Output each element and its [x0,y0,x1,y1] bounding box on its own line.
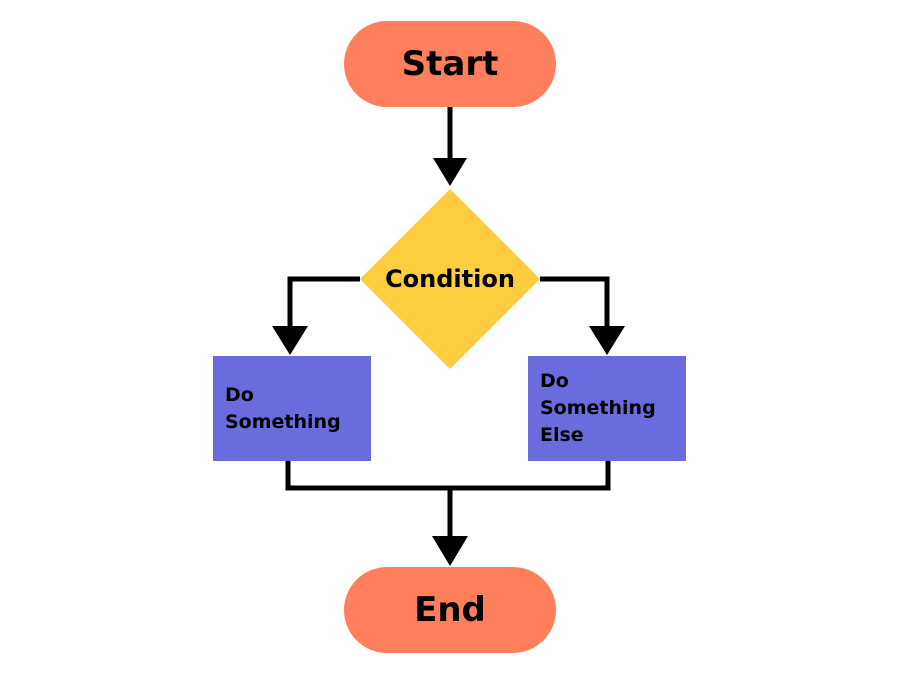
connector-condition-to-do-something-else [540,276,610,328]
connector-merge-to-end [285,461,611,491]
process-do-something-else-label: Do Something Else [540,370,656,446]
process-do-something-label: Do Something [225,383,341,433]
arrowhead-into-end [432,536,468,566]
process-do-something-else: Do Something Else [528,356,686,461]
end-terminal: End [344,567,556,653]
process-do-something: Do Something [213,356,371,461]
arrowhead-into-do-something [272,326,308,355]
connector-condition-to-do-something [287,276,360,328]
decision-diamond [360,189,540,369]
arrowhead-into-do-something-else [589,326,625,355]
start-label: Start [401,44,499,84]
start-terminal: Start [344,21,556,107]
condition-label: Condition [385,265,515,293]
end-label: End [414,590,486,630]
arrowhead-into-condition [433,158,467,186]
